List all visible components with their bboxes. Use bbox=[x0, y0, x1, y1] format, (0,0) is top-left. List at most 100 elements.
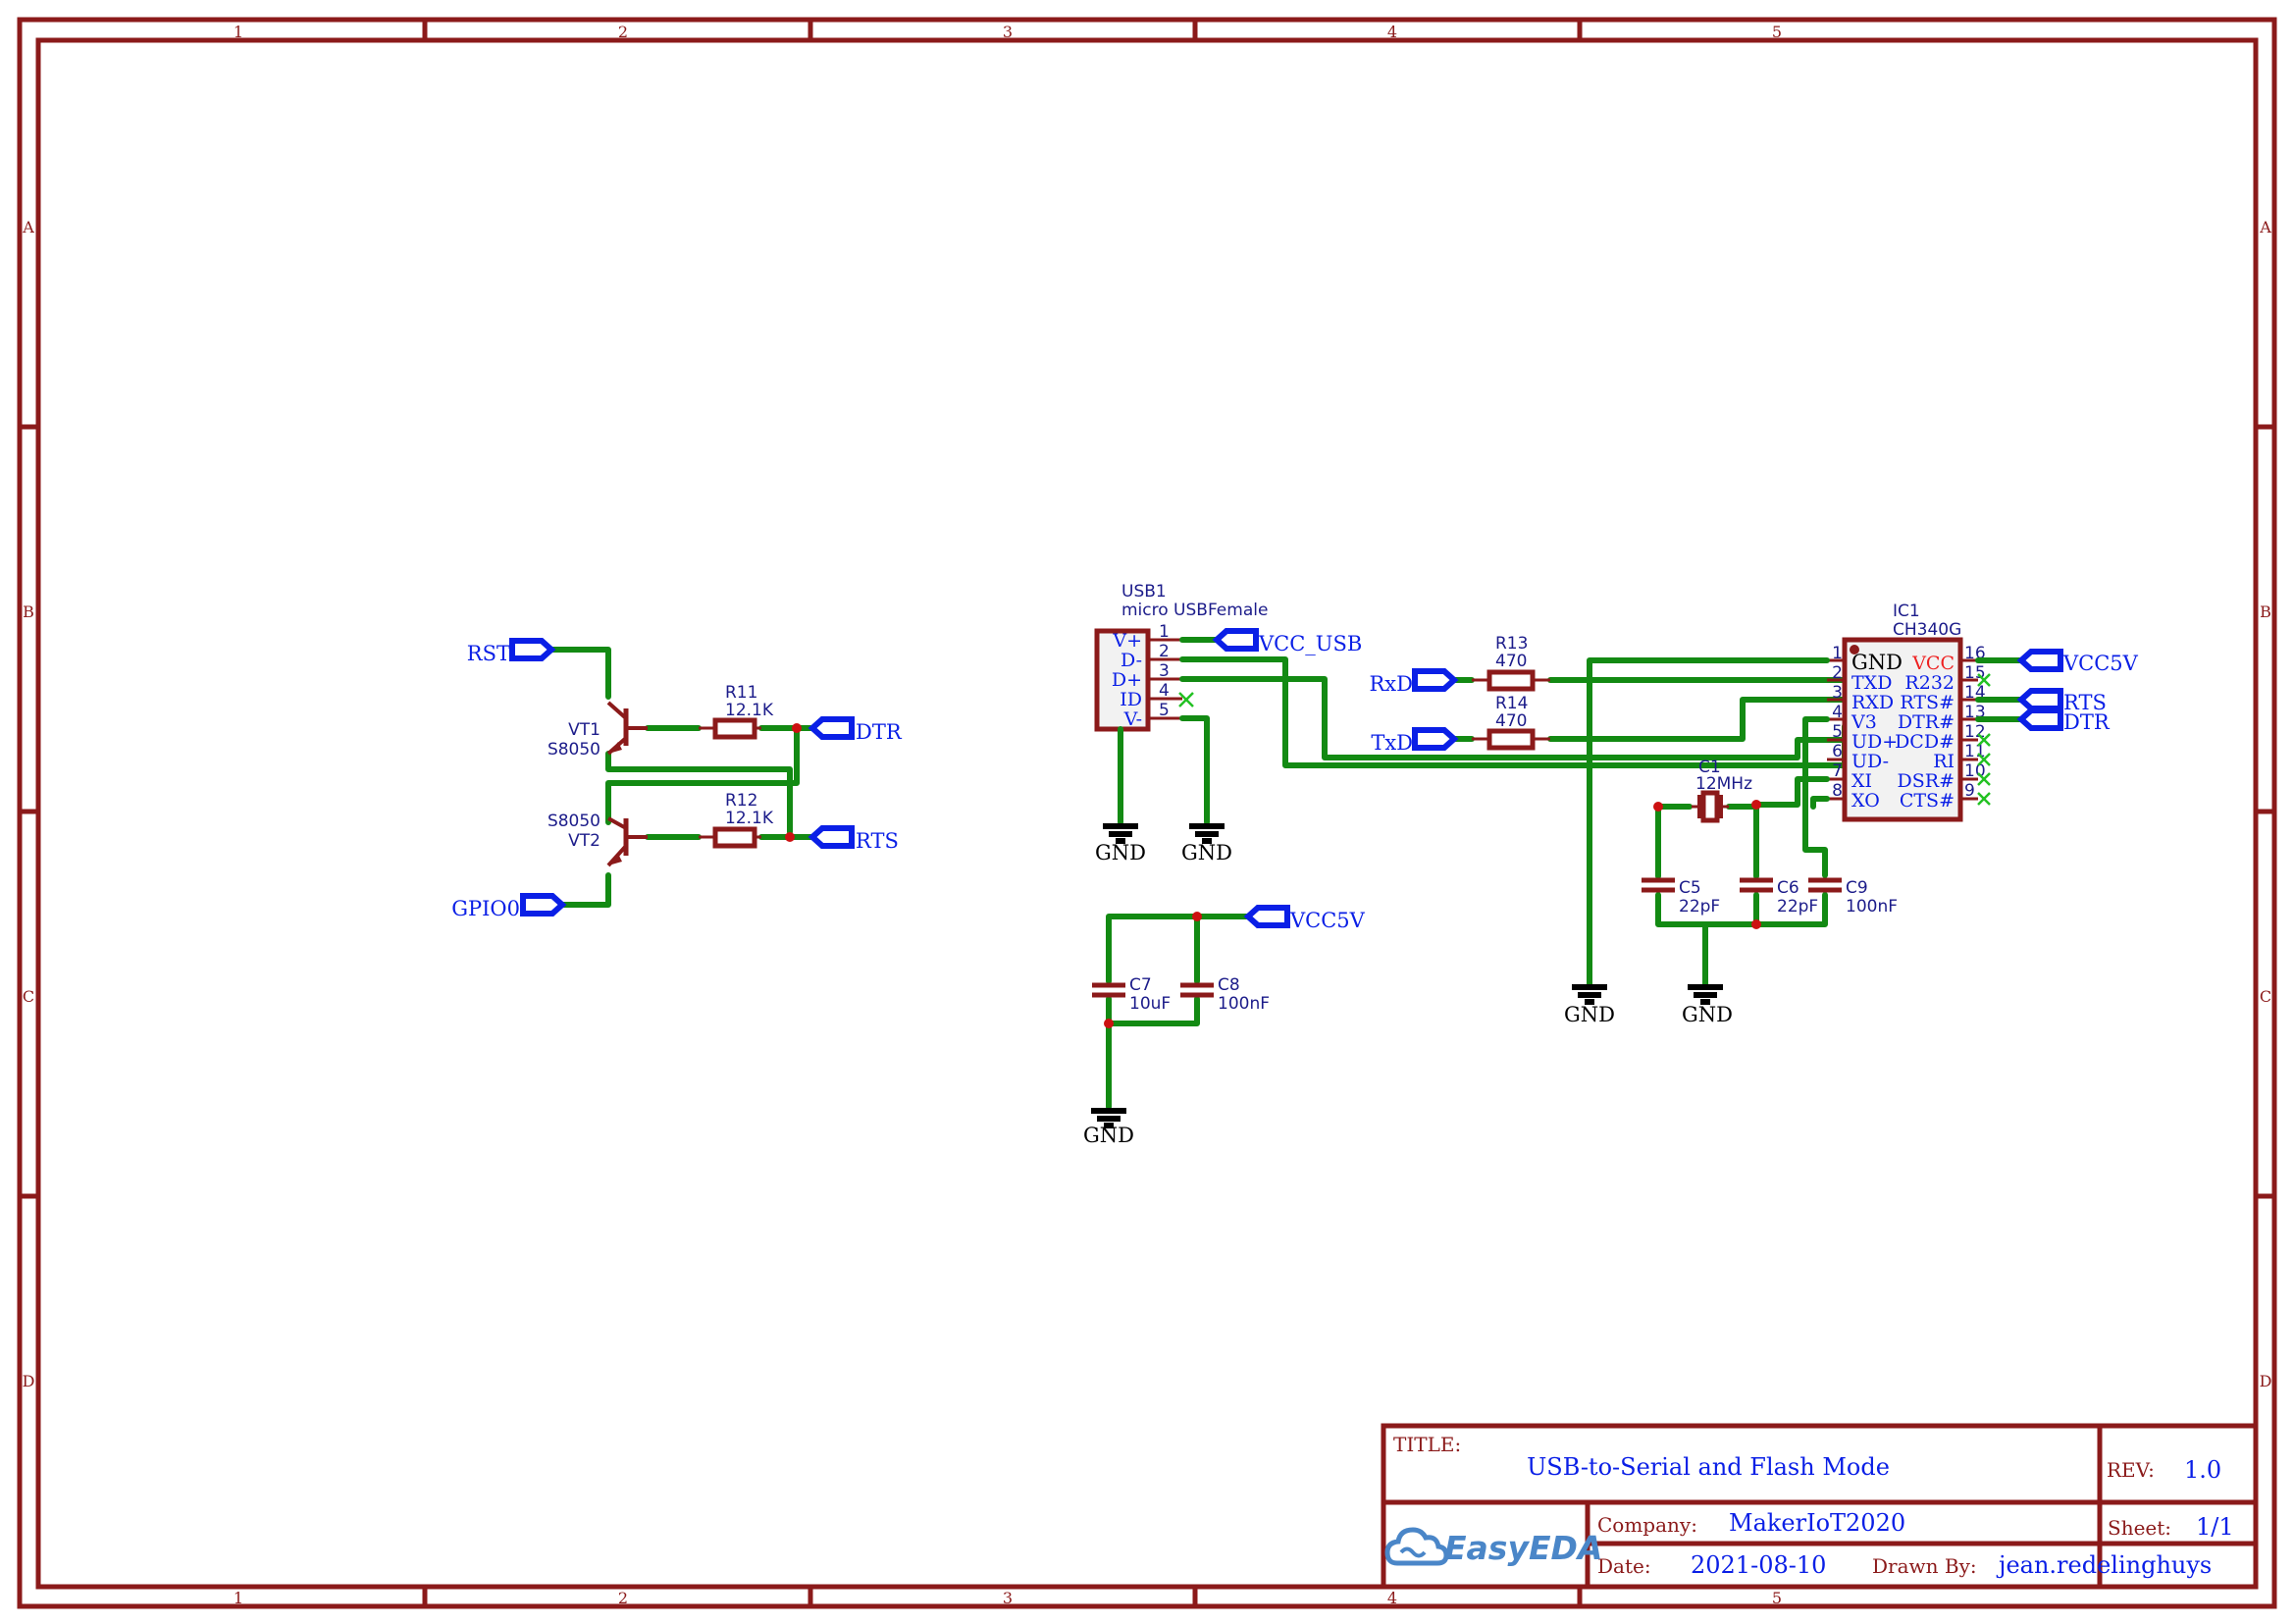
gnd-symbol-c7: GND bbox=[1083, 1108, 1134, 1147]
resistor-r12[interactable]: R12 12.1K bbox=[699, 791, 774, 849]
decoupling-c7-c8: C7 10uF C8 100nF VCC5V GND bbox=[1083, 905, 1366, 1147]
sheet-label: Sheet: bbox=[2108, 1516, 2171, 1540]
net-label-dtr-left: DTR bbox=[856, 720, 903, 744]
auto-reset-circuit: VT1 S8050 S8050 VT2 R11 12.1K R12 12.1K bbox=[451, 638, 903, 920]
net-label-vcc5v-right: VCC5V bbox=[2062, 652, 2139, 675]
gnd-symbol-usb-2: GND bbox=[1181, 823, 1232, 864]
capacitor-c8[interactable]: C8 100nF bbox=[1180, 975, 1270, 1014]
c8-ref: C8 bbox=[1218, 975, 1240, 995]
col-label-top-5: 5 bbox=[1772, 23, 1782, 41]
col-label-bottom-2: 2 bbox=[618, 1589, 628, 1607]
net-flag-txd[interactable]: TxD bbox=[1371, 727, 1459, 755]
net-flag-dtr-left[interactable]: DTR bbox=[808, 716, 903, 744]
col-label-bottom-1: 1 bbox=[234, 1589, 243, 1607]
r13-value: 470 bbox=[1495, 652, 1527, 671]
col-label-top-3: 3 bbox=[1003, 23, 1013, 41]
ic-pin-num-2: 2 bbox=[1832, 663, 1843, 683]
vt1-ref: VT1 bbox=[568, 720, 600, 740]
gnd-label-caps: GND bbox=[1682, 1003, 1733, 1026]
crystal-c1[interactable]: C1 12MHz bbox=[1692, 758, 1752, 823]
easyeda-logo: EasyEDA bbox=[1384, 1527, 1602, 1567]
ic-pin-name-4: V3 bbox=[1851, 711, 1877, 733]
vt2-part: S8050 bbox=[547, 812, 600, 831]
net-flag-rxd[interactable]: RxD bbox=[1370, 668, 1459, 696]
ic-pin-num-1: 1 bbox=[1832, 644, 1843, 663]
ic-pin-name-6: UD- bbox=[1851, 751, 1889, 772]
wire-ic-v3 bbox=[1802, 716, 1830, 878]
net-label-rst: RST bbox=[467, 642, 510, 665]
wire-vcc5v-c7 bbox=[1106, 914, 1251, 984]
ic1-part: CH340G bbox=[1893, 620, 1961, 640]
net-flag-vcc5v-mid[interactable]: VCC5V bbox=[1243, 905, 1366, 932]
capacitor-c9[interactable]: C9 100nF bbox=[1808, 877, 1898, 917]
crystal-oscillator: C1 12MHz C5 22pF C6 22pF C9 100nF bbox=[1642, 758, 1898, 987]
net-flag-rst[interactable]: RST bbox=[467, 638, 556, 665]
ic-pin-name-9: CTS# bbox=[1900, 790, 1955, 812]
junction-c7-bottom bbox=[1104, 1019, 1114, 1028]
drawn-by-value: jean.redelinghuys bbox=[1996, 1551, 2212, 1579]
ic-pin-name-5: UD+ bbox=[1851, 731, 1898, 753]
net-label-rxd: RxD bbox=[1370, 672, 1414, 696]
ic-pin-num-5: 5 bbox=[1832, 722, 1843, 742]
resistor-r11[interactable]: R11 12.1K bbox=[699, 683, 774, 740]
transistor-vt2[interactable]: S8050 VT2 bbox=[547, 812, 648, 867]
gnd-symbol-ic: GND bbox=[1564, 984, 1615, 1026]
net-label-txd: TxD bbox=[1371, 731, 1413, 755]
usb-pin-name-2: D- bbox=[1121, 650, 1142, 671]
usb-pin-name-3: D+ bbox=[1112, 669, 1142, 691]
wire-vt2-collector bbox=[605, 725, 800, 825]
row-label-left-b: B bbox=[23, 602, 34, 621]
net-flag-gpio0[interactable]: GPIO0 bbox=[451, 893, 567, 920]
wire-c8-gnd bbox=[1106, 996, 1200, 1026]
net-flag-rts-left[interactable]: RTS bbox=[808, 825, 899, 853]
ic-pin-name-7: XI bbox=[1851, 770, 1872, 792]
company-label: Company: bbox=[1597, 1513, 1697, 1537]
r12-ref: R12 bbox=[725, 791, 757, 811]
title-value: USB-to-Serial and Flash Mode bbox=[1527, 1453, 1890, 1481]
junction-dtr bbox=[792, 723, 802, 733]
easyeda-wordmark: EasyEDA bbox=[1444, 1529, 1602, 1567]
net-label-dtr-right: DTR bbox=[2063, 710, 2111, 734]
wire-ic-xo bbox=[1810, 796, 1830, 810]
net-label-rts-left: RTS bbox=[856, 829, 899, 853]
title-block: TITLE: USB-to-Serial and Flash Mode REV:… bbox=[1381, 1423, 2259, 1590]
resistor-r13[interactable]: R13 470 bbox=[1472, 634, 1550, 692]
vt1-part: S8050 bbox=[547, 740, 600, 760]
ic-pin-name-16: VCC bbox=[1911, 653, 1955, 674]
zone-tick-marks bbox=[20, 20, 2274, 1606]
row-label-left-c: C bbox=[23, 987, 34, 1006]
usb-pin-name-1: V+ bbox=[1112, 630, 1142, 652]
usb1-part: micro USBFemale bbox=[1121, 601, 1268, 620]
capacitor-c6[interactable]: C6 22pF bbox=[1740, 877, 1818, 917]
company-value: MakerIoT2020 bbox=[1729, 1509, 1905, 1537]
capacitor-c5[interactable]: C5 22pF bbox=[1642, 877, 1720, 917]
row-label-left-a: A bbox=[22, 218, 34, 236]
usb-pin-num-4: 4 bbox=[1159, 681, 1170, 701]
capacitor-c7[interactable]: C7 10uF bbox=[1092, 975, 1171, 1014]
usb-connector-usb1[interactable]: USB1 micro USBFemale V+ D- D+ ID V- 1 2 … bbox=[1094, 582, 1268, 732]
gnd-symbol-usb-1: GND bbox=[1095, 823, 1146, 864]
row-label-right-d: D bbox=[2260, 1372, 2272, 1390]
net-flag-vcc-usb[interactable]: VCC_USB bbox=[1212, 628, 1362, 655]
ic-ch340g[interactable]: IC1 CH340G GND TXD RXD V3 UD+ UD- XI XO … bbox=[1827, 602, 1991, 822]
net-flag-rts-right[interactable]: RTS bbox=[2016, 688, 2107, 714]
date-label: Date: bbox=[1597, 1554, 1651, 1578]
no-connect-usb-id bbox=[1178, 692, 1194, 707]
gnd-label-c7: GND bbox=[1083, 1124, 1134, 1147]
transistor-vt1[interactable]: VT1 S8050 bbox=[547, 701, 648, 760]
net-flag-dtr-right[interactable]: DTR bbox=[2016, 707, 2111, 734]
c6-ref: C6 bbox=[1777, 878, 1799, 898]
gnd-label-usb-1: GND bbox=[1095, 841, 1146, 864]
col-label-top-2: 2 bbox=[618, 23, 628, 41]
resistor-r14[interactable]: R14 470 bbox=[1472, 694, 1550, 751]
wire-r14-ic-rxd bbox=[1547, 697, 1848, 742]
wire-usb-gnd bbox=[1179, 715, 1210, 825]
junction-rts bbox=[785, 832, 795, 842]
c9-value: 100nF bbox=[1846, 897, 1898, 917]
junction-caps-gnd bbox=[1751, 919, 1761, 929]
col-label-bottom-4: 4 bbox=[1387, 1589, 1397, 1607]
net-flag-vcc5v-right[interactable]: VCC5V bbox=[2016, 649, 2139, 675]
net-label-gpio0: GPIO0 bbox=[451, 897, 520, 920]
rev-label: REV: bbox=[2107, 1458, 2155, 1482]
